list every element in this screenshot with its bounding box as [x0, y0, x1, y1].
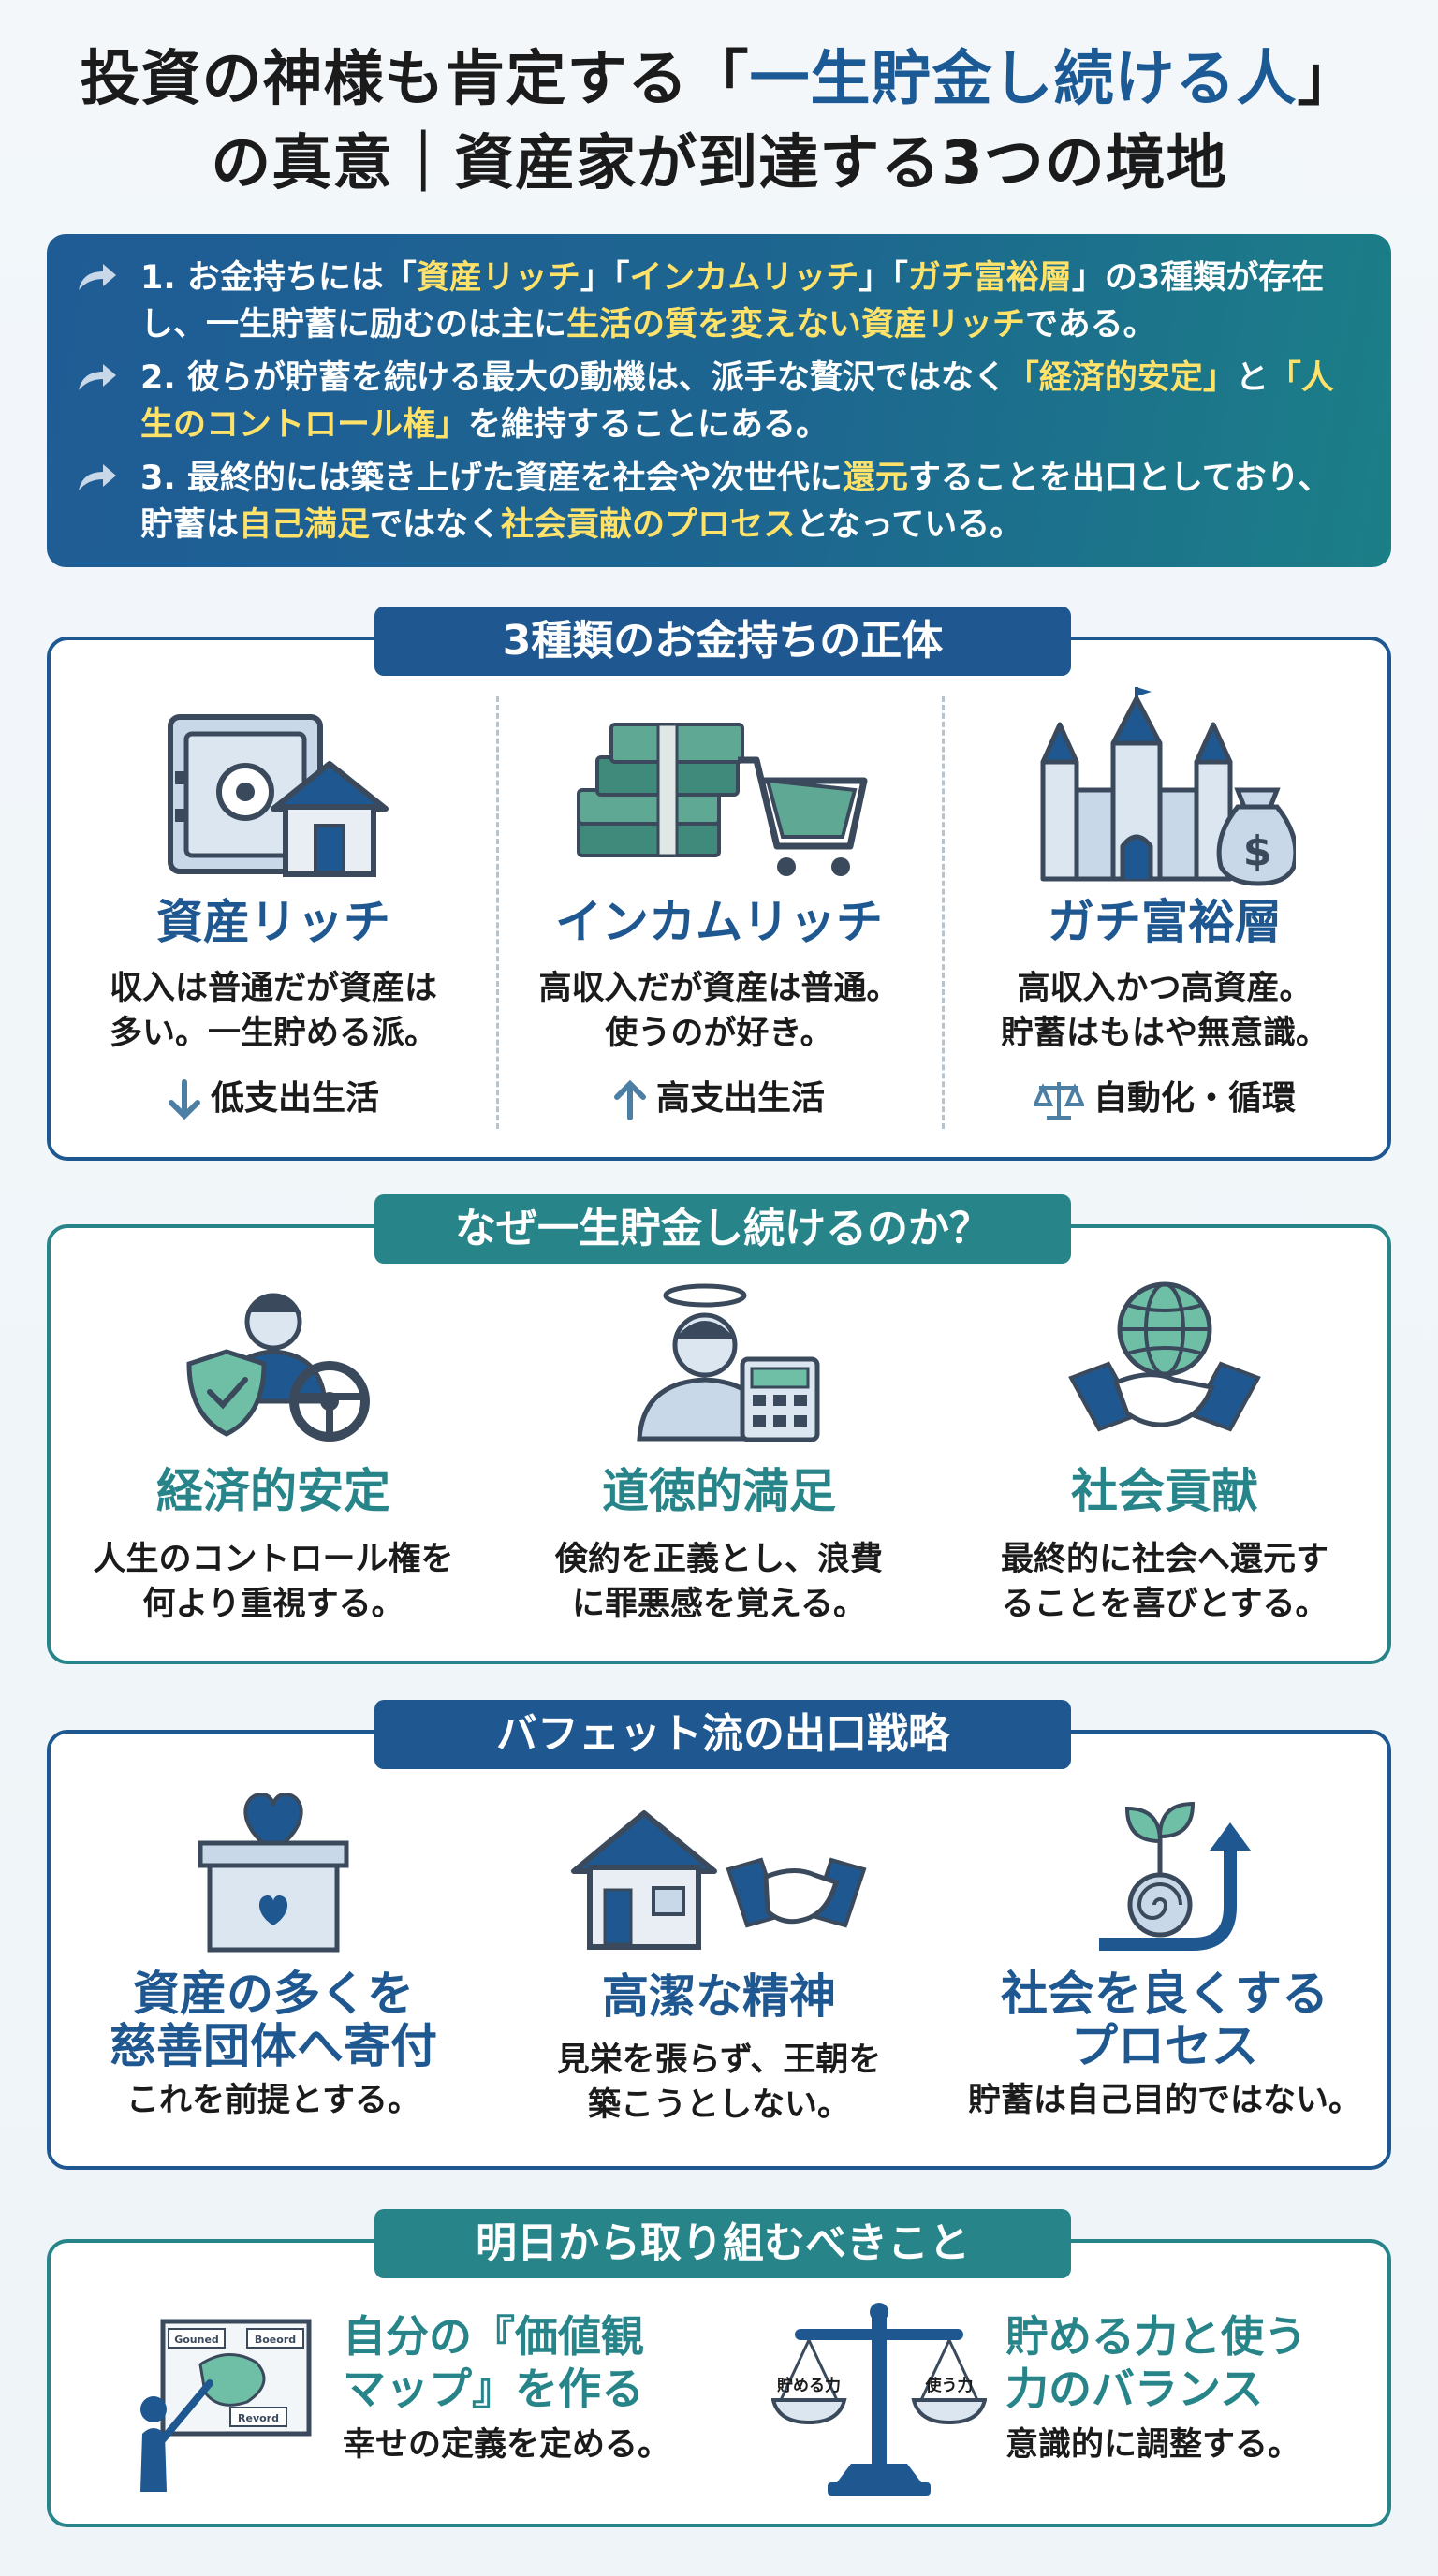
title-text: 投資の神様も肯定する「: [80, 45, 750, 114]
action-title: 貯める力と使う: [1005, 2311, 1307, 2362]
curved-arrow-icon: [79, 264, 116, 290]
person-calculator-icon: [637, 1283, 820, 1442]
col-donate: 資産の多くを 慈善団体へ寄付 これを前提とする。: [51, 1734, 496, 2166]
rich-type-name: 資産リッチ: [156, 895, 390, 949]
presenter-board-icon: Gouned Boeord Revord: [140, 2319, 312, 2492]
reason-name: 社会貢献: [1071, 1464, 1258, 1518]
curved-arrow-icon: [79, 464, 116, 490]
section-why-save: なぜ一生貯金し続けるのか？ 経済的安定 人生のコントロール権を 何より重視する。…: [47, 1194, 1391, 1664]
arrow-down-icon: [168, 1079, 200, 1120]
rich-type-foot: 低支出生活: [51, 1076, 496, 1122]
scale-label-left: 貯める力: [777, 2376, 841, 2395]
castle-moneybag-icon: $: [1040, 687, 1296, 886]
action-desc: 意識的に調整する。: [1005, 2426, 1301, 2464]
reason-desc: 倹約を正義とし、浪費: [554, 1541, 883, 1578]
section-rich-types: 3種類のお金持ちの正体 資産リッチ 収入は普通だが資産は 多い。一生貯める派。 …: [47, 607, 1391, 1161]
board-label: Revord: [238, 2412, 279, 2424]
summary-box: 1. お金持ちには「資産リッチ」「インカムリッチ」「ガチ富裕層」の3種類が存在し…: [47, 234, 1391, 567]
rich-type-desc: 多い。一生貯める派。: [109, 1015, 437, 1052]
sprout-growth-icon: [1099, 1801, 1251, 1951]
rich-type-foot: 自動化・循環: [942, 1076, 1387, 1122]
action-title: 自分の『価値観: [343, 2311, 644, 2362]
reason-desc: 最終的に社会へ還元す: [1000, 1541, 1328, 1578]
col-economic-stability: 経済的安定 人生のコントロール権を 何より重視する。: [51, 1228, 496, 1661]
title-line-2: の真意｜資産家が到達する3つの境地: [211, 129, 1227, 198]
rich-type-desc: 高収入かつ高資産。: [1017, 970, 1313, 1007]
scale-icon: [1032, 1082, 1086, 1120]
section-action-items: 明日から取り組むべきこと Gouned Boeord Revord 自分の『価値…: [47, 2209, 1391, 2527]
balance-scale-icon: 貯める力 使う力: [771, 2303, 987, 2496]
col-moral-satisfaction: 道徳的満足 倹約を正義とし、浪費 に罪悪感を覚える。: [496, 1228, 942, 1661]
exit-name: 慈善団体へ寄付: [110, 2019, 437, 2073]
divider: [496, 696, 499, 1129]
rich-type-desc: 収入は普通だが資産は: [109, 970, 437, 1007]
exit-desc: 築こうとしない。: [587, 2086, 850, 2124]
svg-text:$: $: [1243, 827, 1272, 875]
summary-item-1: 1. お金持ちには「資産リッチ」「インカムリッチ」「ガチ富裕層」の3種類が存在し…: [75, 255, 1363, 348]
reason-name: 道徳的満足: [602, 1464, 836, 1518]
title-highlight: 一生貯金し続ける人: [749, 45, 1298, 114]
col-noble-spirit: 高潔な精神 見栄を張らず、王朝を 築こうとしない。: [496, 1734, 942, 2166]
page-title: 投資の神様も肯定する「一生貯金し続ける人」 の真意｜資産家が到達する3つの境地: [0, 37, 1438, 206]
title-text: 」: [1297, 45, 1358, 114]
section-title: 3種類のお金持ちの正体: [374, 607, 1071, 676]
section-title: バフェット流の出口戦略: [374, 1700, 1071, 1769]
reason-desc: 人生のコントロール権を: [93, 1541, 454, 1578]
board-label: Gouned: [174, 2334, 219, 2346]
divider: [942, 696, 945, 1129]
action-balance: 貯める力 使う力 貯める力と使う 力のバランス 意識的に調整する。: [743, 2299, 1361, 2505]
reason-desc: ることを喜びとする。: [1001, 1586, 1328, 1623]
curved-arrow-icon: [79, 364, 116, 390]
action-values-map: Gouned Boeord Revord 自分の『価値観 マップ』を作る 幸せの…: [88, 2299, 725, 2505]
globe-handshake-icon: [1068, 1281, 1261, 1432]
reason-name: 経済的安定: [156, 1464, 390, 1518]
summary-item-3: 3. 最終的には築き上げた資産を社会や次世代に還元することを出口としており、貯蓄…: [75, 455, 1363, 549]
exit-name: 資産の多くを: [133, 1967, 414, 2021]
exit-name: 高潔な精神: [602, 1969, 836, 2024]
exit-desc: 貯蓄は自己目的ではない。: [967, 2082, 1361, 2119]
exit-desc: 見栄を張らず、王朝を: [556, 2042, 882, 2079]
person-shield-wheel-icon: [186, 1293, 370, 1442]
col-ultra-rich: $ ガチ富裕層 高収入かつ高資産。 貯蓄はもはや無意識。 自動化・循環: [942, 640, 1387, 1157]
exit-desc: これを前提とする。: [126, 2082, 420, 2119]
section-buffett-exit: バフェット流の出口戦略 資産の多くを 慈善団体へ寄付 これを前提とする。 高潔な…: [47, 1700, 1391, 2170]
cash-cart-icon: [577, 723, 868, 876]
reason-desc: に罪悪感を覚える。: [572, 1586, 866, 1623]
rich-type-desc: 使うのが好き。: [605, 1015, 833, 1052]
exit-name: 社会を良くする: [1001, 1967, 1328, 2021]
rich-type-name: ガチ富裕層: [1048, 895, 1282, 949]
arrow-up-icon: [613, 1079, 646, 1120]
house-handshake-icon: [571, 1810, 867, 1950]
donation-box-icon: [198, 1792, 349, 1953]
reason-desc: 何より重視する。: [142, 1586, 404, 1623]
rich-type-desc: 貯蓄はもはや無意識。: [1000, 1015, 1328, 1052]
action-desc: 幸せの定義を定める。: [343, 2426, 671, 2464]
col-asset-rich: 資産リッチ 収入は普通だが資産は 多い。一生貯める派。 低支出生活: [51, 640, 496, 1157]
exit-name: プロセス: [1071, 2019, 1258, 2073]
col-income-rich: インカムリッチ 高収入だが資産は普通。 使うのが好き。 高支出生活: [496, 640, 942, 1157]
board-label: Boeord: [255, 2334, 296, 2346]
col-social-contribution: 社会貢献 最終的に社会へ還元す ることを喜びとする。: [942, 1228, 1387, 1661]
action-title: マップ』を作る: [343, 2364, 644, 2414]
col-better-society: 社会を良くする プロセス 貯蓄は自己目的ではない。: [942, 1734, 1387, 2166]
section-title: なぜ一生貯金し続けるのか？: [374, 1194, 1071, 1264]
rich-type-desc: 高収入だが資産は普通。: [538, 970, 900, 1007]
rich-type-name: インカムリッチ: [555, 895, 883, 949]
scale-label-right: 使う力: [925, 2376, 974, 2395]
section-title: 明日から取り組むべきこと: [374, 2209, 1071, 2278]
action-title: 力のバランス: [1005, 2364, 1264, 2414]
rich-type-foot: 高支出生活: [496, 1076, 942, 1122]
title-line-1: 投資の神様も肯定する「一生貯金し続ける人」: [0, 37, 1438, 122]
summary-item-2: 2. 彼らが貯蓄を続ける最大の動機は、派手な贅沢ではなく「経済的安定」と「人生の…: [75, 355, 1363, 448]
safe-house-icon: [168, 714, 389, 877]
